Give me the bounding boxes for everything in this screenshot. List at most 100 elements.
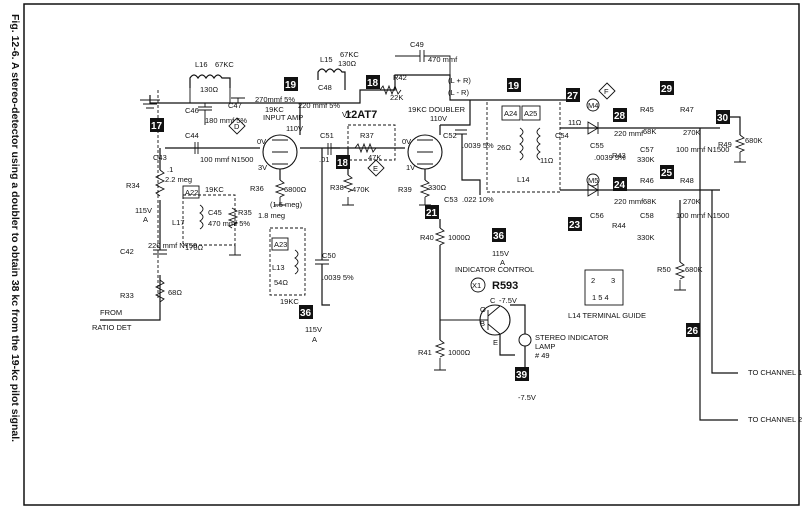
r37-value: 47K: [368, 153, 381, 162]
r35-resistor: [227, 207, 239, 229]
r35-label: R35: [238, 208, 252, 217]
figure-caption: Fig. 12-6. A stereo-detector using a dou…: [9, 14, 21, 442]
r41-label: R41: [418, 348, 432, 357]
l14-label: L14: [517, 175, 530, 184]
v115a-1: 115V: [135, 206, 152, 215]
a23-label: A23: [274, 240, 287, 249]
l15-value: 130Ω: [338, 59, 357, 68]
lamp-label-2: LAMP: [535, 342, 555, 351]
r41-value: 1000Ω: [448, 348, 471, 357]
l15-label: L15: [320, 55, 333, 64]
r49-resistor: [734, 134, 746, 153]
terminal-guide-box: [584, 269, 624, 306]
l14-value-2: 11Ω: [540, 156, 554, 165]
a22-label: A22: [185, 188, 198, 197]
r42-resistor: [379, 84, 402, 96]
r39-label: R39: [398, 185, 412, 194]
r40-value: 1000Ω: [448, 233, 471, 242]
coil-freq-19kc-b: 19KC: [280, 297, 299, 306]
svg-text:39: 39: [516, 370, 528, 381]
to-channel-2: TO CHANNEL 2: [748, 415, 802, 424]
r37-resistor: [354, 142, 377, 154]
l15-freq: 67KC: [340, 50, 359, 59]
lr-minus: (L - R): [448, 88, 469, 97]
c45-label: C45: [208, 208, 222, 217]
tag-28: 28: [613, 108, 627, 122]
tag-36-b: 36: [492, 228, 506, 242]
lr-plus: (L + R): [448, 76, 471, 85]
r45-value: 68K: [643, 127, 656, 136]
r39-value: 330Ω: [428, 183, 447, 192]
r42-label: R42: [393, 73, 407, 82]
svg-text:18: 18: [337, 158, 349, 169]
e-label: E: [373, 164, 378, 173]
c56-label: C56: [590, 211, 604, 220]
l17-label: L17: [172, 218, 185, 227]
input-line: [100, 310, 161, 321]
svg-text:27: 27: [567, 91, 579, 102]
tag-20: 18: [366, 75, 380, 89]
r35-value: 1.8 meg: [258, 211, 285, 220]
tag-18: 18: [336, 155, 350, 169]
r38-label: R38: [330, 183, 344, 192]
tag-27: 27: [566, 88, 580, 102]
c43-value: .1: [167, 165, 173, 174]
c48-label: C48: [318, 83, 332, 92]
c46-value: 180 mmf 5%: [205, 116, 247, 125]
r45-label: R45: [640, 105, 654, 114]
c55-value: 220 mmf: [614, 129, 644, 138]
svg-text:36: 36: [493, 231, 505, 242]
m5-label: M5: [588, 176, 598, 185]
c42-value: 220 mmf N750: [148, 241, 197, 250]
r40-resistor: [434, 227, 446, 246]
c51-label: C51: [320, 131, 334, 140]
v1: 1V: [406, 163, 415, 172]
diode-m4: [587, 121, 599, 135]
l13-value: 54Ω: [274, 278, 288, 287]
svg-text:30: 30: [717, 113, 729, 124]
doubler-label: 19KC DOUBLER: [408, 105, 466, 114]
r43-value: .0039 5%: [594, 153, 626, 162]
coil-freq-19kc-a: 19KC: [205, 185, 224, 194]
tg-title: L14 TERMINAL GUIDE: [568, 311, 646, 320]
c60-value: 100 mmf N1500: [676, 211, 729, 220]
c49-value: 470 mmf: [428, 55, 458, 64]
ch2-output: [699, 128, 738, 421]
r33-label: R33: [120, 291, 134, 300]
r39-resistor: [419, 179, 431, 198]
from-label: FROM: [100, 308, 122, 317]
v115a-3: 115V: [492, 249, 509, 258]
c48-value: 220 mmf 5%: [298, 101, 340, 110]
tag-24: 24: [613, 177, 627, 191]
c55-label: C55: [590, 141, 604, 150]
svg-text:23: 23: [569, 220, 581, 231]
r50-label: R50: [657, 265, 671, 274]
x1-circle: [470, 277, 486, 293]
v115a-1b: A: [143, 215, 148, 224]
ch1-output: [711, 190, 738, 374]
r34-label: R34: [126, 181, 140, 190]
m4-label: M4: [588, 101, 598, 110]
r43-label: R43: [612, 151, 626, 160]
r44-label: R44: [612, 221, 626, 230]
diamond-f: [598, 82, 616, 100]
l13-label: L13: [272, 263, 285, 272]
top-bus: [149, 74, 580, 104]
r42-value: 22K: [390, 93, 403, 102]
tr-b: B: [480, 319, 485, 328]
lamp-label: STEREO INDICATOR: [535, 333, 609, 342]
neg-v1: -7.5V: [499, 296, 517, 305]
r37-label: R37: [360, 131, 374, 140]
c42-label: C42: [120, 247, 134, 256]
svg-text:28: 28: [614, 111, 626, 122]
r48-value: 270K: [683, 197, 701, 206]
c49-label: C49: [410, 40, 424, 49]
r36-resistor: [274, 179, 286, 198]
c53-label: C53: [444, 195, 458, 204]
r38-resistor: [342, 174, 354, 193]
v115a-2: 115V: [305, 325, 322, 334]
v0-2: 0V: [402, 137, 411, 146]
x1-label: X1: [472, 281, 481, 290]
tag-36-a: 36: [299, 305, 313, 319]
